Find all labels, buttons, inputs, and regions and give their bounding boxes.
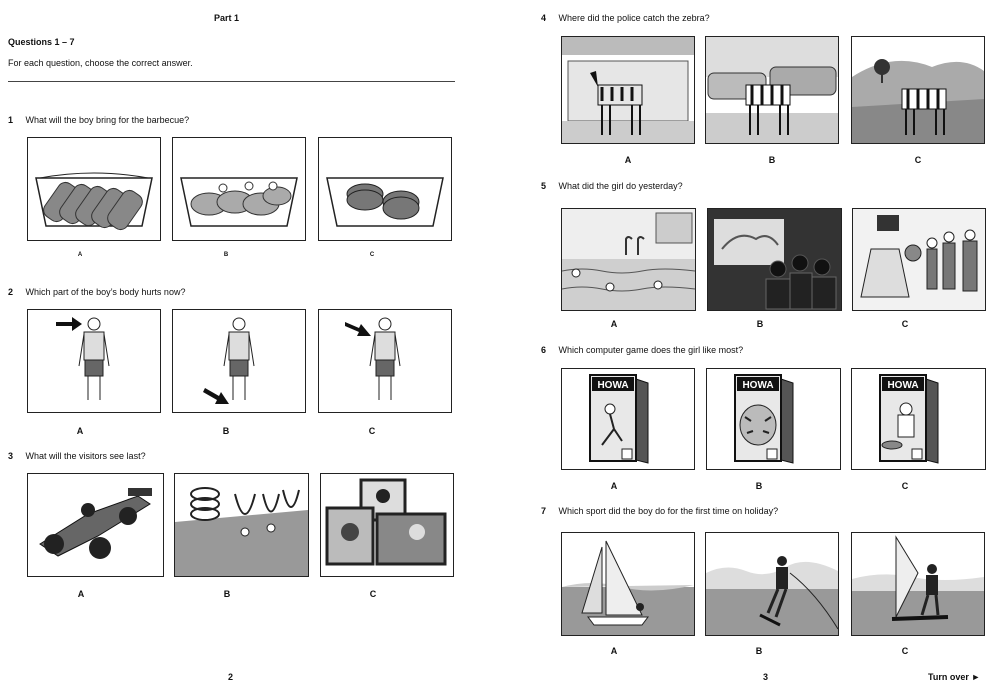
space-museum-icon	[853, 209, 985, 310]
question-2: 2 Which part of the boy’s body hurts now…	[8, 287, 185, 297]
q7-label-c: C	[901, 646, 909, 656]
question-number: 4	[541, 13, 547, 23]
swimming-pool-icon	[562, 209, 695, 310]
q1-option-a-image-sausages[interactable]	[27, 137, 161, 241]
q5-option-b-image-cinema[interactable]	[707, 208, 842, 311]
q3-option-a-image-racing-car[interactable]	[27, 473, 164, 577]
sausages-tray-icon	[35, 172, 153, 231]
q5-label-c: C	[901, 319, 909, 329]
question-text: Which part of the boy’s body hurts now?	[25, 287, 186, 297]
q4-label-c: C	[914, 155, 922, 165]
q7-option-c-image-windsurfing[interactable]	[851, 532, 985, 636]
question-1: 1 What will the boy bring for the barbec…	[8, 115, 189, 125]
q2-option-b-image-foot[interactable]	[172, 309, 306, 413]
divider	[8, 81, 455, 82]
q5-label-b: B	[756, 319, 764, 329]
game-title: HOWA	[742, 380, 773, 391]
racing-car-icon	[39, 488, 152, 559]
questions-heading: Questions 1 – 7	[8, 37, 75, 47]
q2-option-c-image-neck[interactable]	[318, 309, 452, 413]
q1-option-b-image-chicken[interactable]	[172, 137, 306, 241]
q6-label-c: C	[901, 481, 909, 491]
jewellery-display-icon	[175, 487, 308, 576]
question-text: Which sport did the boy do for the first…	[558, 506, 779, 516]
q5-label-a: A	[610, 319, 618, 329]
q6-label-a: A	[610, 481, 618, 491]
question-text: What will the visitors see last?	[25, 451, 146, 461]
waterskiing-icon	[706, 533, 838, 635]
question-3: 3 What will the visitors see last?	[8, 451, 146, 461]
zebra-savanna-icon	[852, 59, 984, 143]
q2-option-a-image-shoulder[interactable]	[27, 309, 161, 413]
sailing-boat-icon	[562, 540, 694, 635]
tiger-game-case-icon: HOWA	[734, 374, 794, 464]
q2-label-a: A	[76, 426, 84, 436]
q1-label-c: C	[369, 252, 375, 258]
zebra-street-icon	[706, 37, 838, 143]
question-5: 5 What did the girl do yesterday?	[541, 181, 683, 191]
question-text: What will the boy bring for the barbecue…	[25, 115, 190, 125]
q3-option-b-image-jewellery[interactable]	[174, 473, 309, 577]
q3-label-b: B	[223, 589, 231, 599]
q4-option-b-image-street[interactable]	[705, 36, 839, 144]
burgers-tray-icon	[326, 177, 444, 227]
q6-option-a-image-dance-game[interactable]: HOWA	[561, 368, 695, 470]
zebra-shop-icon	[562, 37, 694, 143]
q5-option-a-image-swimming[interactable]	[561, 208, 696, 311]
question-number: 6	[541, 345, 547, 355]
q6-option-b-image-tiger-game[interactable]: HOWA	[706, 368, 841, 470]
question-text: What did the girl do yesterday?	[558, 181, 683, 191]
cooking-game-case-icon: HOWA	[879, 374, 939, 464]
framed-portraits-icon	[325, 478, 447, 566]
boy-arrow-shoulder-icon	[56, 317, 110, 400]
q4-label-b: B	[768, 155, 776, 165]
q1-label-b: B	[223, 252, 229, 258]
q7-label-a: A	[610, 646, 618, 656]
q4-option-a-image-shop[interactable]	[561, 36, 695, 144]
question-text: Where did the police catch the zebra?	[558, 13, 710, 23]
question-number: 2	[8, 287, 14, 297]
q5-option-c-image-museum[interactable]	[852, 208, 986, 311]
q7-label-b: B	[755, 646, 763, 656]
question-6: 6 Which computer game does the girl like…	[541, 345, 743, 355]
cinema-icon	[708, 209, 841, 310]
q1-option-c-image-burgers[interactable]	[318, 137, 452, 241]
game-title: HOWA	[597, 380, 628, 391]
page-number-left: 2	[228, 672, 234, 682]
page-number-right: 3	[763, 672, 769, 682]
question-number: 3	[8, 451, 14, 461]
instructions: For each question, choose the correct an…	[8, 58, 193, 68]
q6-label-b: B	[755, 481, 763, 491]
part-title: Part 1	[214, 13, 240, 23]
chicken-tray-icon	[180, 177, 298, 227]
q3-label-a: A	[77, 589, 85, 599]
question-4: 4 Where did the police catch the zebra?	[541, 13, 710, 23]
q7-option-b-image-waterskiing[interactable]	[705, 532, 839, 636]
q1-label-a: A	[77, 252, 83, 258]
turn-over-label: Turn over ►	[928, 672, 981, 682]
windsurfing-icon	[852, 533, 984, 635]
q4-option-c-image-savanna[interactable]	[851, 36, 985, 144]
question-number: 5	[541, 181, 547, 191]
q3-option-c-image-paintings[interactable]	[320, 473, 454, 577]
q7-option-a-image-sailing[interactable]	[561, 532, 695, 636]
question-text: Which computer game does the girl like m…	[558, 345, 744, 355]
boy-arrow-foot-icon	[203, 317, 255, 404]
q2-label-b: B	[222, 426, 230, 436]
question-number: 1	[8, 115, 14, 125]
q4-label-a: A	[624, 155, 632, 165]
q3-label-c: C	[369, 589, 377, 599]
boy-arrow-neck-icon	[345, 317, 401, 400]
q6-option-c-image-cooking-game[interactable]: HOWA	[851, 368, 986, 470]
question-7: 7 Which sport did the boy do for the fir…	[541, 506, 778, 516]
dance-game-case-icon: HOWA	[589, 374, 649, 464]
q2-label-c: C	[368, 426, 376, 436]
game-title: HOWA	[887, 380, 918, 391]
question-number: 7	[541, 506, 547, 516]
